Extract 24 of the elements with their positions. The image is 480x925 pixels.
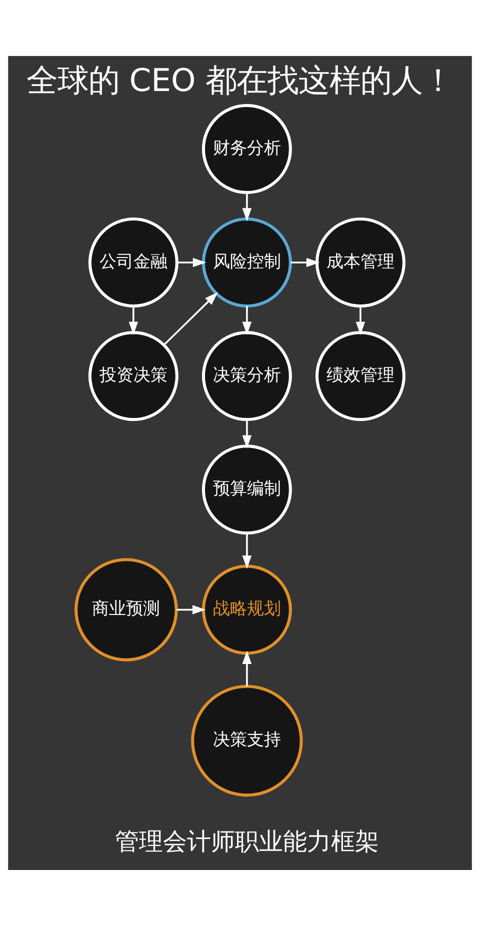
node-circle: 战略规划 [202,564,292,654]
node-circle: 绩效管理 [315,330,406,421]
node-circle: 商业预测 [74,558,178,661]
node-circle: 风险控制 [202,217,292,307]
node-circle: 成本管理 [315,217,406,307]
node-circle: 决策分析 [202,330,292,421]
node-circle: 投资决策 [88,330,178,421]
node-circle: 决策支持 [191,684,303,796]
node-circle: 财务分析 [202,104,292,194]
arrow [176,604,206,614]
arrow [163,292,218,346]
arrow [242,532,252,568]
arrow [356,306,366,334]
caption: 管理会计师职业能力框架 [114,826,379,855]
arrow [128,306,138,334]
arrow [290,257,320,267]
diagram-title: 全球的 CEO 都在找这样的人！ [26,62,454,98]
arrow [242,650,252,686]
arrow [242,192,252,221]
node-circle: 公司金融 [88,217,178,307]
arrow [242,306,252,334]
arrow [177,257,206,267]
arrow [242,419,252,448]
node-circle: 预算编制 [202,444,292,534]
